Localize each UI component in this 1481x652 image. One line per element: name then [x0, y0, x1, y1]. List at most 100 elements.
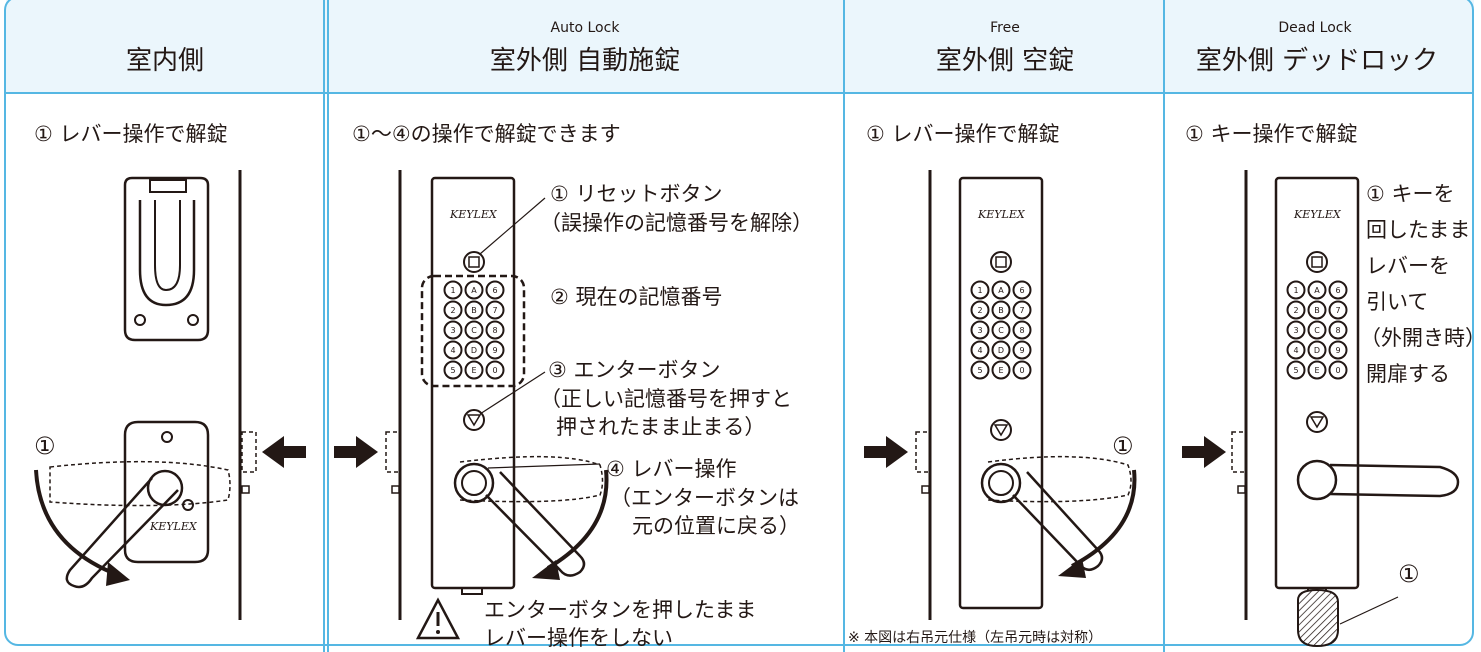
arrow-right-icon: [1182, 436, 1226, 468]
reset-button-label: ① リセットボタン: [550, 182, 723, 206]
keypad-key-label: 7: [1019, 306, 1024, 315]
keypad-key-label: E: [471, 366, 476, 375]
brand-logo: KEYLEX: [1293, 208, 1342, 221]
keypad-key-label: 2: [1293, 306, 1298, 315]
deadlock-illustration: KEYLEX: [1182, 170, 1460, 648]
column-divider: [323, 0, 325, 652]
keypad-key-label: D: [1314, 346, 1320, 355]
lever-operation-desc: （エンターボタンは: [610, 486, 799, 510]
keypad-key-label: 6: [492, 286, 497, 295]
current-number-label: ② 現在の記憶番号: [550, 285, 723, 309]
keypad-key-label: D: [998, 346, 1004, 355]
deadlock-step-line: 回したまま: [1366, 218, 1471, 242]
keypad-key-label: D: [471, 346, 477, 355]
column-title: 室外側 デッドロック: [1195, 46, 1439, 76]
keypad-key-label: 7: [1335, 306, 1340, 315]
deadlock-step-line: 開扉する: [1366, 362, 1450, 386]
keypad-key-label: 0: [492, 366, 497, 375]
keypad-key-label: 4: [1293, 346, 1298, 355]
keypad-key-label: 2: [977, 306, 982, 315]
brand-logo: KEYLEX: [149, 520, 198, 533]
marker-label: ①: [34, 432, 56, 460]
outer-frame: [4, 0, 1474, 646]
autolock-illustration: KEYLEX: [334, 170, 609, 640]
keypad-key-label: 9: [1335, 346, 1340, 355]
keypad-key-label: 3: [977, 326, 982, 335]
warning-icon: [415, 597, 461, 640]
keypad-key-label: A: [471, 286, 477, 295]
deadlock-step-line: ① キーを: [1366, 182, 1455, 206]
keypad-key-label: 1: [977, 286, 982, 295]
keypad-key-label: 4: [977, 346, 982, 355]
column-subtitle: Auto Lock: [550, 20, 620, 36]
column-divider: [843, 0, 845, 652]
brand-logo: KEYLEX: [449, 208, 498, 221]
keypad-key-label: 5: [1293, 366, 1298, 375]
lever-operation-desc: 元の位置に戻る）: [632, 514, 800, 538]
column-title: 室外側 自動施錠: [489, 46, 681, 76]
step-heading: ①〜④の操作で解錠できます: [352, 122, 621, 146]
warning-text: レバー操作をしない: [484, 626, 673, 650]
column-title: 室外側 空錠: [935, 46, 1075, 76]
keypad-key-label: 0: [1335, 366, 1340, 375]
free-illustration: KEYLEX: [864, 170, 1137, 620]
indoor-lock-illustration: KEYLEX: [34, 170, 306, 620]
keypad-key-label: A: [1314, 286, 1320, 295]
step-heading: ① レバー操作で解錠: [866, 122, 1060, 146]
column-subtitle: Free: [990, 20, 1020, 36]
keypad-key-label: 1: [1293, 286, 1298, 295]
keypad-key-label: 4: [450, 346, 455, 355]
keypad-key-label: B: [471, 306, 477, 315]
keypad-key-label: 8: [492, 326, 497, 335]
keypad-key-label: 3: [450, 326, 455, 335]
key-icon: [1297, 587, 1399, 648]
keypad-key-label: B: [1314, 306, 1320, 315]
column-subtitle: Dead Lock: [1278, 20, 1352, 36]
enter-button-desc: 押されたまま止まる）: [556, 415, 766, 439]
keypad-key-label: B: [998, 306, 1004, 315]
keypad-key-label: 8: [1019, 326, 1024, 335]
lever-operation-label: ④ レバー操作: [606, 457, 737, 481]
keypad-key-label: 5: [450, 366, 455, 375]
footnote: ※ 本図は右吊元仕様（左吊元時は対称）: [848, 630, 1103, 646]
brand-logo: KEYLEX: [977, 208, 1026, 221]
keypad-key-label: 7: [492, 306, 497, 315]
deadlock-step-line: 引いて: [1366, 290, 1429, 314]
keypad-key-label: E: [1314, 366, 1319, 375]
keypad-key-label: 1: [450, 286, 455, 295]
column-title: 室内側: [125, 46, 204, 76]
keypad-key-label: E: [998, 366, 1003, 375]
reset-button-desc: （誤操作の記憶番号を解除）: [540, 211, 813, 235]
keypad-key-label: C: [998, 326, 1004, 335]
keypad-key-label: A: [998, 286, 1004, 295]
column-divider: [327, 0, 329, 652]
arrow-left-icon: [262, 436, 306, 468]
enter-button-label: ③ エンターボタン: [548, 358, 721, 382]
deadlock-step-line: （外開き時）: [1360, 326, 1481, 350]
warning-text: エンターボタンを押したまま: [484, 598, 757, 622]
column-divider: [1163, 0, 1165, 652]
keypad-key-label: C: [1314, 326, 1320, 335]
keypad-key-label: 9: [492, 346, 497, 355]
step-heading: ① レバー操作で解錠: [34, 122, 228, 146]
deadlock-step-line: レバーを: [1366, 254, 1450, 278]
keypad-key-label: 6: [1335, 286, 1340, 295]
keypad-key-label: 9: [1019, 346, 1024, 355]
keypad-key-label: 6: [1019, 286, 1024, 295]
enter-button-desc: （正しい記憶番号を押すと: [540, 387, 792, 411]
arrow-right-icon: [334, 436, 378, 468]
marker-label: ①: [1112, 432, 1134, 460]
marker-label: ①: [1398, 560, 1420, 588]
keypad-key-label: 3: [1293, 326, 1298, 335]
keypad-key-label: 2: [450, 306, 455, 315]
keypad-key-label: 5: [977, 366, 982, 375]
keypad-key-label: C: [471, 326, 477, 335]
step-heading: ① キー操作で解錠: [1185, 122, 1358, 146]
enter-button-icon: [463, 409, 485, 431]
header-band: [6, 0, 1474, 92]
arrow-right-icon: [864, 436, 908, 468]
reset-button-icon: [463, 251, 485, 273]
keypad-key-label: 8: [1335, 326, 1340, 335]
